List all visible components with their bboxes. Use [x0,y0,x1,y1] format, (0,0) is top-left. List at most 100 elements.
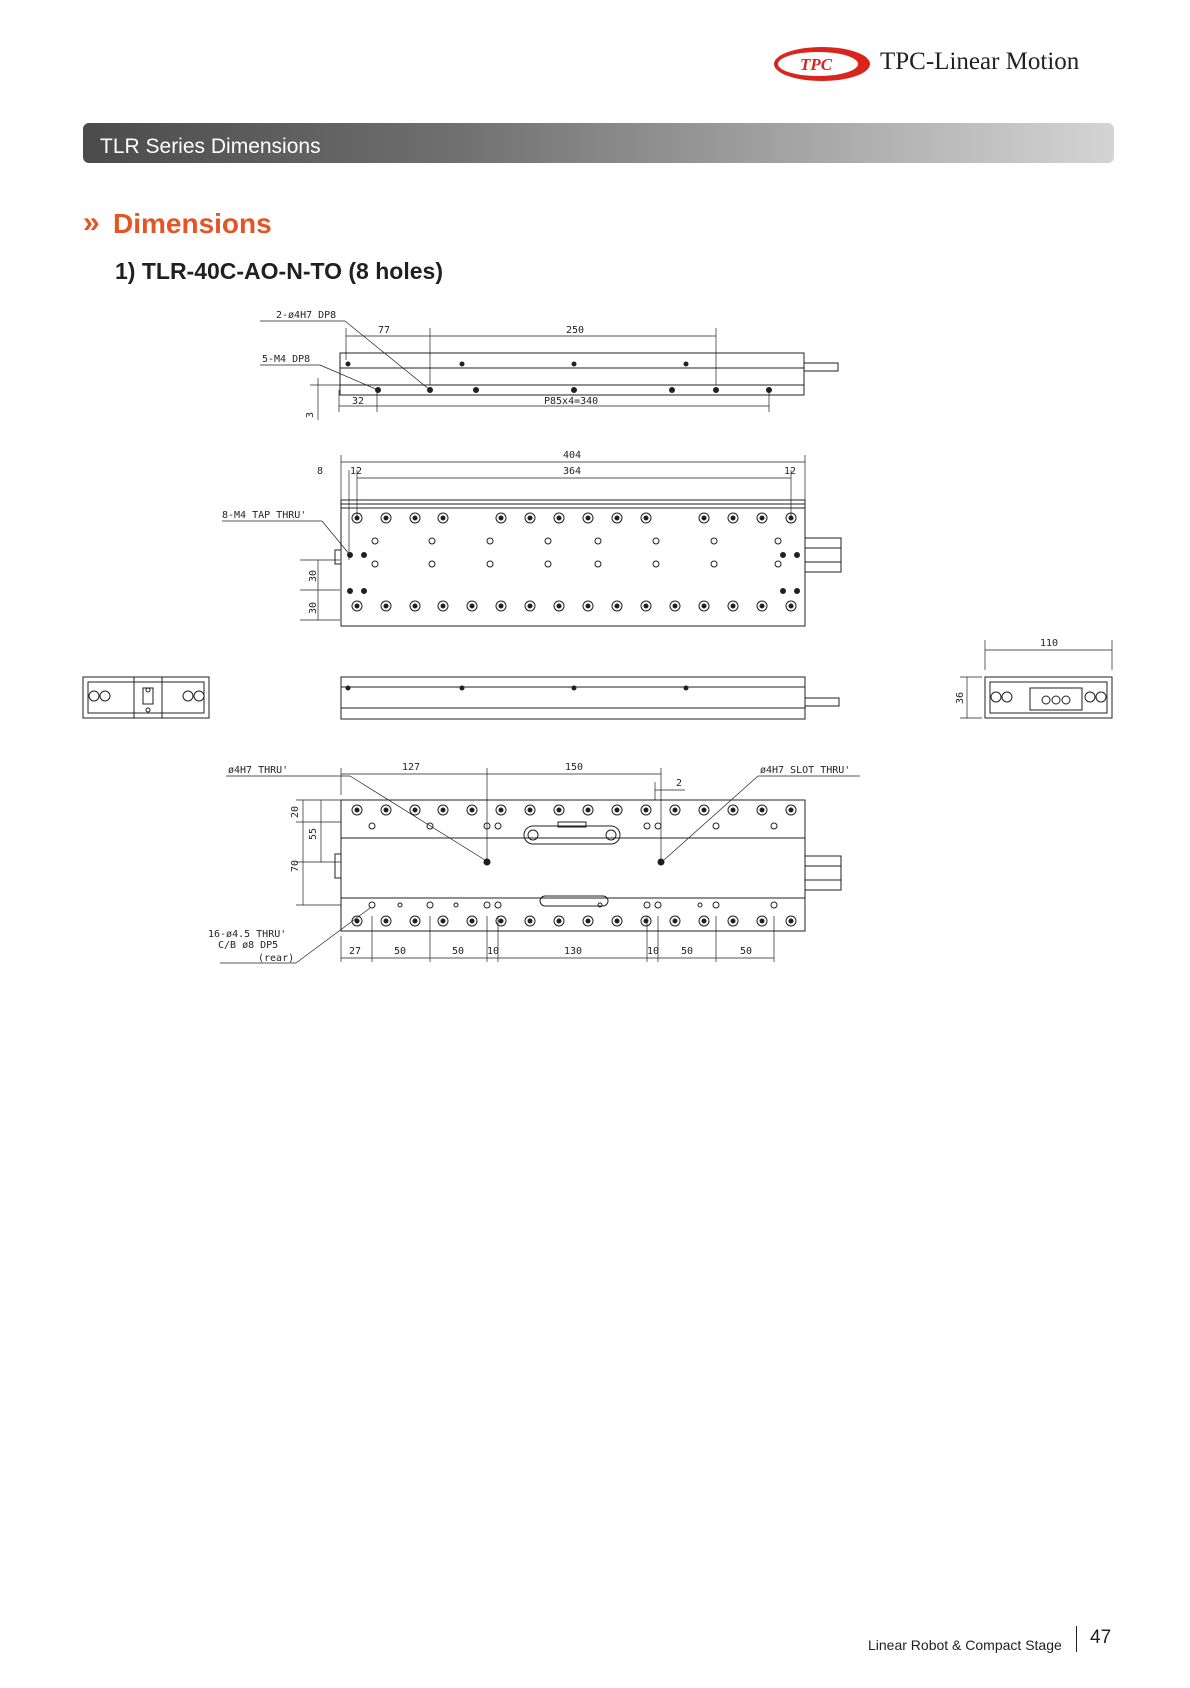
top-hole-center [614,603,620,609]
top-mid-hole [428,560,436,568]
side-hole [683,361,689,367]
bottom-hole-center [643,807,649,813]
b-10-a: 10 [487,946,499,957]
cb-note-1: 16-ø4.5 THRU' [208,929,286,940]
b-27: 27 [349,946,361,957]
small-hole [697,902,703,908]
small-hole [397,902,403,908]
bottom-hole-center [354,807,360,813]
top-hole-center [730,603,736,609]
top-mid-hole [486,560,494,568]
bottom-hole-center [383,918,389,924]
bottom-hole-center [585,918,591,924]
b-50-d: 50 [740,946,752,957]
bottom-slot-note: ø4H7 SLOT THRU' [760,765,850,776]
side-hole [571,361,577,367]
cb-hole [426,901,434,909]
top-hole [466,600,478,612]
bottom-hole [669,915,681,927]
b-50-b: 50 [452,946,464,957]
bottom-hole [785,915,797,927]
bottom-hole [380,915,392,927]
top-hole-center [527,603,533,609]
bottom-hole-center [701,807,707,813]
small-hole [453,902,459,908]
top-hole [437,600,449,612]
cb-hole [643,901,651,909]
top-hole [524,600,536,612]
bottom-hole [409,804,421,816]
top-hole [785,600,797,612]
row-30-a: 30 [308,570,319,582]
side-hole-note: 2-ø4H7 DP8 [276,310,336,321]
end-height-36: 36 [955,692,966,704]
side-tap-hole [571,387,577,393]
dim-127: 127 [402,762,420,773]
v-20: 20 [290,806,301,818]
brand-name: TPC-Linear Motion [880,48,1080,75]
top-mid-hole [428,537,436,545]
dim-pitch: P85x4=340 [544,396,598,407]
bottom-hole-center [440,807,446,813]
page-number: 47 [1090,1627,1112,1648]
top-hole [698,600,710,612]
top-hole [611,600,623,612]
top-hole-center [383,603,389,609]
top-hole-center [759,515,765,521]
side-hole [345,361,351,367]
top-hole-center [354,603,360,609]
side-holes-top [345,361,689,367]
bottom-hole [495,804,507,816]
bottom-hole [727,915,739,927]
dim-32: 32 [352,396,364,407]
dim-12-left: 12 [350,466,362,477]
top-hole-center [469,603,475,609]
bottom-hole-center [469,918,475,924]
left-end-view [82,676,210,719]
footer-text: Linear Robot & Compact Stage [868,1637,1062,1653]
top-view: 404 364 8 12 12 8-M4 TAP THRU' 30 30 [222,450,842,627]
side-tap-hole [473,387,479,393]
cb-hole [712,901,720,909]
bottom-hole-center [440,918,446,924]
bottom-hole-center [759,918,765,924]
cb-hole [368,822,376,830]
dim-404: 404 [563,450,581,461]
bottom-hole [524,915,536,927]
top-hole [727,512,739,524]
bottom-hole-center [730,807,736,813]
tap-hole [780,552,786,558]
tap-hole [794,588,800,594]
top-hole-center [440,603,446,609]
bottom-hole-center [759,807,765,813]
chevron-icon: » [83,206,100,239]
top-mid-hole [594,537,602,545]
bottom-view: 127 150 2 ø4H7 THRU' ø4H7 SLOT THRU' 20 … [208,762,860,964]
bottom-hole [380,804,392,816]
b-50-c: 50 [681,946,693,957]
cb-hole [483,901,491,909]
top-hole [409,600,421,612]
bottom-hole [437,804,449,816]
top-hole-center [672,603,678,609]
top-mid-hole [710,537,718,545]
bottom-hole [582,804,594,816]
top-mid-hole [774,537,782,545]
bottom-hole [611,915,623,927]
top-hole-center [498,515,504,521]
side-tap-hole [669,387,675,393]
top-hole-center [412,603,418,609]
bottom-hole [698,915,710,927]
top-hole [380,512,392,524]
bottom-hole-center [788,807,794,813]
top-hole-center [412,515,418,521]
cb-hole [426,822,434,830]
top-hole [727,600,739,612]
side-tap-hole [713,387,719,393]
v-55: 55 [308,828,319,840]
top-hole-center [788,603,794,609]
cb-note-2: C/B ø8 DP5 [218,940,278,951]
top-hole-center [643,515,649,521]
top-hole [756,512,768,524]
model-subtitle: 1) TLR-40C-AO-N-TO (8 holes) [115,258,443,284]
